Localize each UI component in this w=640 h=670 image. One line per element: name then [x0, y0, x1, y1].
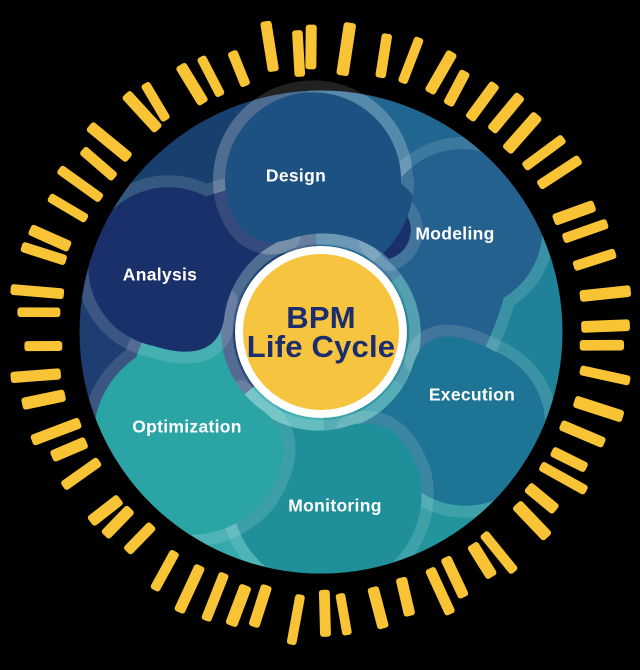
sun-ray-dash [10, 368, 61, 383]
sun-ray-dash [141, 82, 170, 122]
sun-ray-dash [47, 193, 89, 223]
sun-rays [10, 20, 632, 646]
sun-ray-dash [465, 81, 499, 122]
sun-ray-dash [174, 564, 205, 614]
center-circle [243, 254, 399, 410]
sun-ray-dash [292, 30, 306, 77]
sun-ray-dash [425, 50, 457, 95]
sun-ray-dash [425, 567, 455, 616]
sun-ray-dash [513, 501, 552, 541]
sun-ray-dash [396, 576, 415, 617]
sun-ray-dash [572, 248, 617, 271]
sun-ray-dash [335, 593, 352, 636]
sun-ray-dash [17, 307, 61, 318]
sun-ray-dash [503, 112, 542, 154]
sun-ray-dash [124, 522, 156, 555]
sun-ray-dash [50, 437, 88, 462]
sun-ray-dash [441, 555, 469, 599]
sun-ray-dash [488, 92, 524, 134]
sun-ray-dash [80, 147, 117, 181]
sun-ray-dash [524, 483, 559, 514]
sun-ray-dash [581, 319, 630, 333]
sun-ray-dash [375, 33, 392, 79]
sun-ray-dash [367, 586, 389, 630]
petal-label-execution: Execution [429, 385, 515, 405]
petal-label-analysis: Analysis [123, 265, 197, 285]
sun-ray-dash [467, 542, 497, 579]
sun-ray-dash [562, 219, 609, 243]
sun-ray-dash [552, 200, 596, 226]
sun-ray-dash [522, 135, 566, 171]
petal-label-monitoring: Monitoring [288, 496, 381, 516]
center-title-line2: Life Cycle [247, 329, 395, 364]
sun-ray-dash [57, 165, 104, 202]
sun-ray-dash [579, 285, 632, 302]
sun-ray-dash [443, 69, 470, 107]
sun-ray-dash [573, 396, 625, 422]
sun-ray-dash [305, 24, 317, 70]
sun-ray-dash [579, 365, 631, 386]
sun-ray-dash [550, 447, 588, 472]
sun-ray-dash [248, 584, 272, 628]
sun-ray-dash [559, 420, 606, 448]
sun-ray-dash [122, 91, 162, 133]
sun-ray-dash [398, 36, 424, 84]
sun-ray-dash [336, 22, 356, 77]
petal-label-modeling: Modeling [415, 224, 494, 244]
sun-ray-dash [101, 505, 134, 539]
sun-ray-dash [579, 339, 625, 351]
sun-ray-dash [10, 284, 65, 300]
sun-ray-dash [21, 389, 66, 410]
sun-ray-dash [286, 594, 305, 646]
sun-ray-dash [61, 457, 102, 490]
sun-ray-dash [28, 224, 72, 252]
sun-ray-dash [537, 155, 582, 190]
sun-ray-dash [228, 50, 250, 87]
sun-ray-dash [24, 340, 63, 352]
sun-ray-dash [480, 531, 518, 574]
sun-ray-dash [318, 589, 331, 637]
petal-label-optimization: Optimization [132, 417, 242, 437]
sun-ray-dash [150, 550, 179, 592]
sun-ray-dash [201, 572, 229, 622]
sun-ray-dash [87, 495, 123, 526]
sun-ray-dash [20, 242, 67, 265]
sun-ray-dash [176, 62, 208, 106]
sun-ray-dash [260, 20, 279, 72]
center-title-line1: BPM [286, 300, 356, 335]
sun-ray-dash [225, 584, 251, 627]
sun-ray-dash [86, 122, 132, 162]
petal-label-design: Design [266, 166, 326, 186]
sun-ray-dash [539, 462, 588, 495]
sun-ray-dash [197, 55, 225, 98]
sun-ray-dash [30, 417, 82, 446]
